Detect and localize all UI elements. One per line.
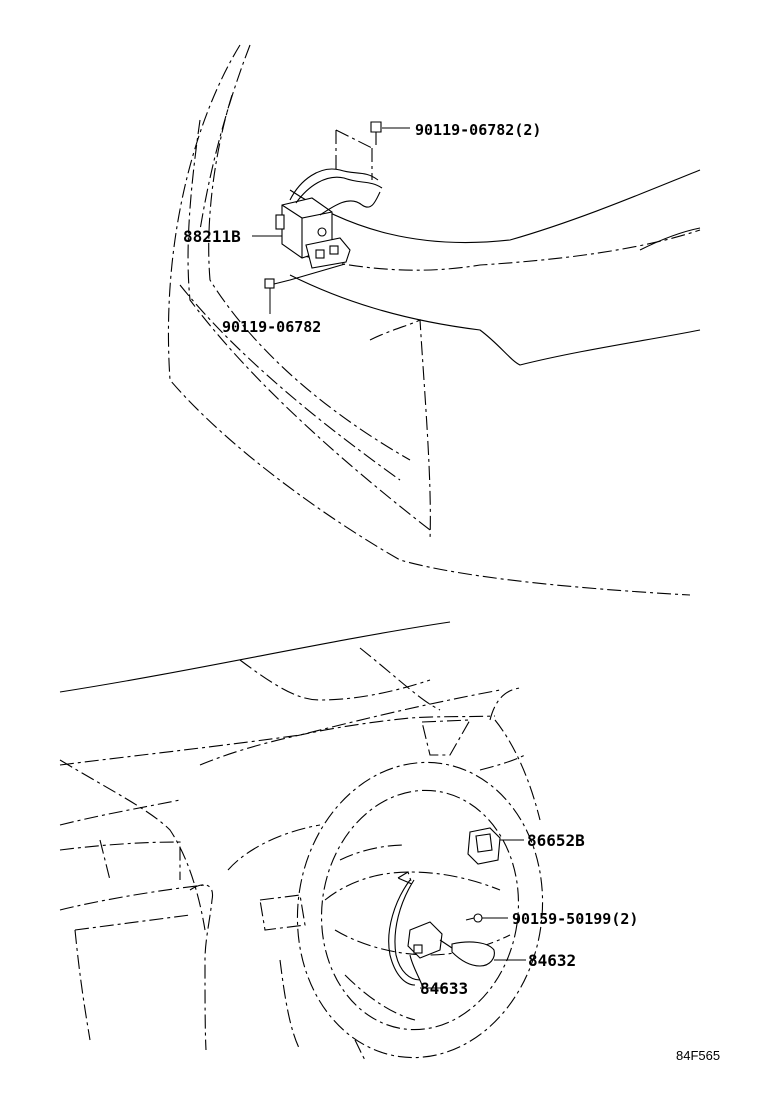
label-bolt-top: 90119-06782(2) <box>415 121 541 139</box>
bolt-bottom-icon <box>264 263 346 314</box>
label-switch-right: 86652B <box>527 831 585 850</box>
steering-wheel <box>296 761 544 1059</box>
figure-code: 84F565 <box>676 1048 720 1063</box>
label-sensor: 88211B <box>183 227 241 246</box>
sensor-module <box>275 168 383 269</box>
label-bolt-bottom: 90119-06782 <box>222 318 321 336</box>
wire-harness <box>388 879 448 989</box>
dashboard-illustration <box>59 621 541 1061</box>
label-wire: 84633 <box>420 979 468 998</box>
screw-icon <box>465 913 508 923</box>
label-screw: 90159-50199(2) <box>512 910 638 928</box>
label-switch-lever: 84632 <box>528 951 576 970</box>
front-bumper-illustration <box>167 44 701 596</box>
steering-switch-right <box>467 827 524 865</box>
steering-switch-lever <box>407 921 526 967</box>
bolt-top-icon <box>370 121 410 145</box>
